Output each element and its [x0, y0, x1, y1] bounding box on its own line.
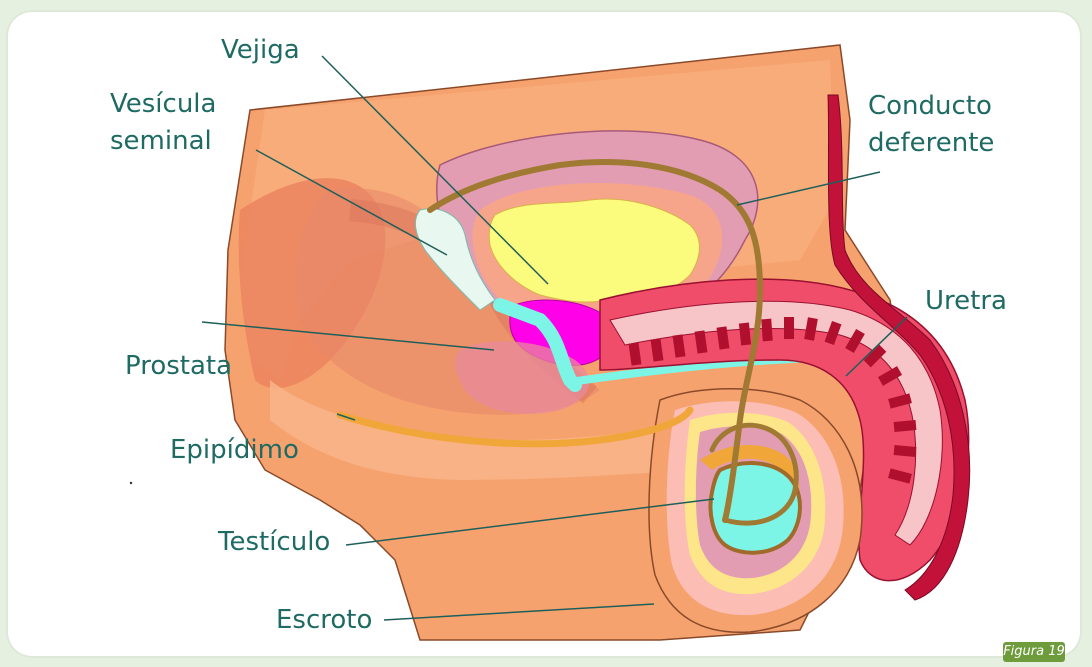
- label-vejiga: Vejiga: [221, 35, 300, 65]
- label-uretra: Uretra: [925, 286, 1007, 316]
- label-prostata: Prostata: [125, 351, 232, 381]
- label-escroto: Escroto: [276, 605, 372, 635]
- label-testiculo: Testículo: [217, 527, 330, 557]
- label-conducto-line2: deferente: [868, 128, 994, 158]
- label-epipidimo: Epipídimo: [170, 435, 299, 465]
- label-vesicula-line1: Vesícula: [110, 89, 216, 119]
- label-conducto-line1: Conducto: [868, 91, 992, 121]
- figure-number-badge: Figura 19: [1003, 642, 1065, 662]
- stray-dot: [130, 482, 132, 484]
- label-vesicula-line2: seminal: [110, 126, 212, 156]
